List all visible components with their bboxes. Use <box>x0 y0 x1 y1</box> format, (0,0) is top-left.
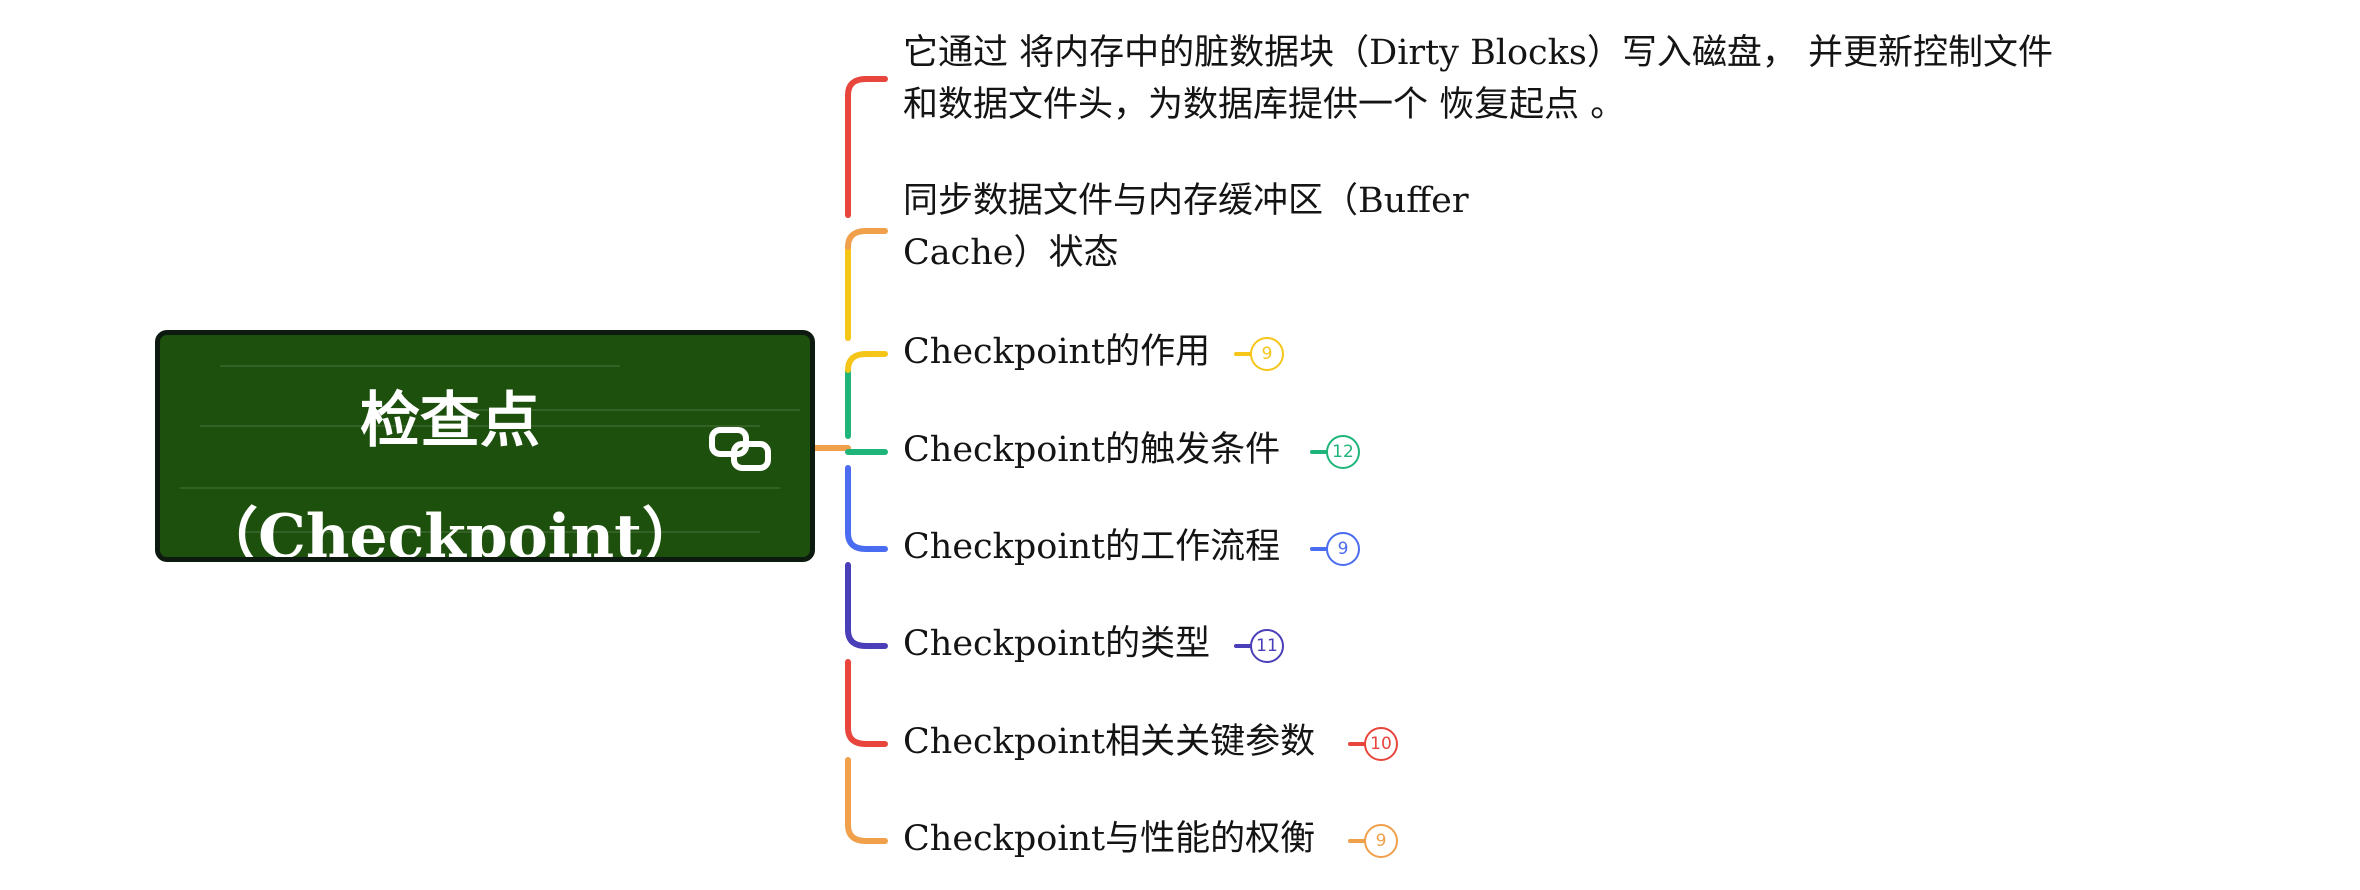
branch-topic[interactable]: Checkpoint的工作流程 <box>903 521 1280 573</box>
collapsed-count-badge[interactable]: 9 <box>1326 532 1360 566</box>
branch-connector <box>845 351 888 373</box>
branch-connector <box>845 76 888 98</box>
branch-topic-line: 和数据文件头，为数据库提供一个 恢复起点 。 <box>903 85 1626 125</box>
collapsed-count-badge[interactable]: 9 <box>1250 337 1284 371</box>
collapsed-count-badge[interactable]: 11 <box>1250 629 1284 663</box>
branch-topic-line: Checkpoint相关关键参数 <box>903 722 1316 762</box>
branch-topic-line: Checkpoint的触发条件 <box>903 430 1281 470</box>
root-title-line-2: （Checkpoint） <box>198 502 702 562</box>
branch-topic[interactable]: Checkpoint的类型 <box>903 618 1210 670</box>
branch-topic[interactable]: Checkpoint的触发条件 <box>903 424 1280 476</box>
branch-topic-line: Checkpoint的作用 <box>903 332 1211 372</box>
branch-topic-line: 它通过 将内存中的脏数据块（Dirty Blocks）写入磁盘， 并更新控制文件 <box>903 33 2053 73</box>
root-title-line-1: 检查点 <box>360 386 540 456</box>
root-topic-title: 检查点 （Checkpoint） <box>160 363 740 562</box>
collapsed-count-badge[interactable]: 10 <box>1364 727 1398 761</box>
link-icon[interactable] <box>708 426 772 472</box>
branch-connector <box>845 822 888 844</box>
branch-connector <box>845 228 888 250</box>
branch-topic[interactable]: Checkpoint与性能的权衡 <box>903 813 1315 865</box>
collapsed-count-badge[interactable]: 12 <box>1326 435 1360 469</box>
branch-connector <box>845 725 888 747</box>
collapsed-count-badge[interactable]: 9 <box>1364 824 1398 858</box>
branch-topic-line: Checkpoint的工作流程 <box>903 527 1281 567</box>
branch-topic-line: Checkpoint与性能的权衡 <box>903 819 1316 859</box>
branch-connector <box>845 627 888 649</box>
branch-topic-line: 同步数据文件与内存缓冲区（Buffer <box>903 181 1469 221</box>
branch-connector <box>845 530 888 552</box>
root-topic-node[interactable]: 检查点 （Checkpoint） <box>155 330 815 562</box>
branch-topic[interactable]: Checkpoint的作用 <box>903 326 1210 378</box>
branch-topic[interactable]: Checkpoint相关关键参数 <box>903 716 1315 768</box>
branch-topic[interactable]: 它通过 将内存中的脏数据块（Dirty Blocks）写入磁盘， 并更新控制文件… <box>903 27 2053 131</box>
branch-topic-line: Cache）状态 <box>903 233 1119 273</box>
branch-topic-line: Checkpoint的类型 <box>903 624 1211 664</box>
